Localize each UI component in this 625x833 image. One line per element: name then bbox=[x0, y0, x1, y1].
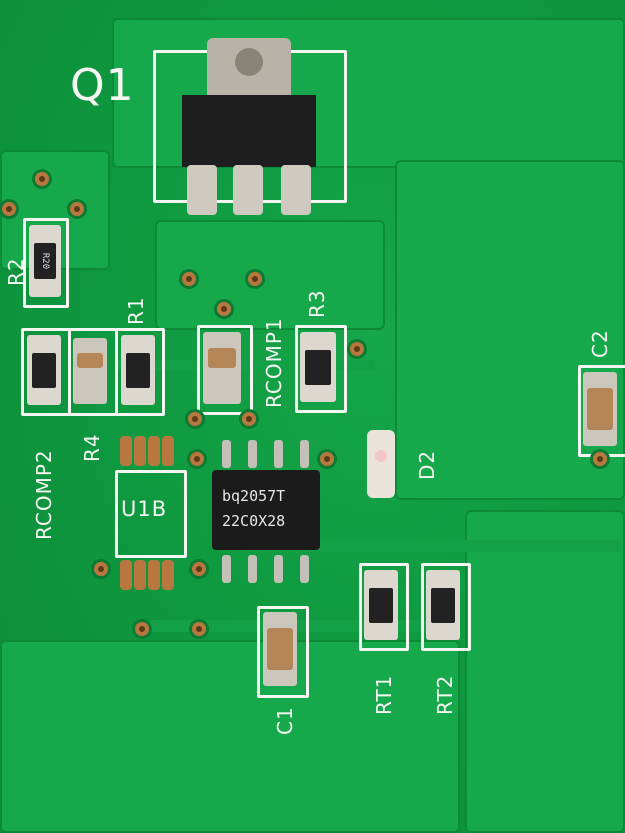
r1-resistor bbox=[121, 335, 155, 405]
d2-led bbox=[367, 430, 395, 498]
r3-resistor bbox=[300, 332, 336, 402]
u1b-pad bbox=[134, 560, 146, 590]
via bbox=[242, 412, 256, 426]
u1b-pad bbox=[148, 436, 160, 466]
ic-pin bbox=[248, 440, 257, 468]
c2-capacitor bbox=[583, 372, 617, 446]
u1b-pad bbox=[134, 436, 146, 466]
rcomp2-resistor bbox=[27, 335, 61, 405]
r4-part bbox=[73, 338, 107, 404]
q1-lead bbox=[187, 165, 217, 215]
label-q1: Q1 bbox=[70, 60, 135, 111]
ic-pin bbox=[222, 440, 231, 468]
trace bbox=[115, 360, 375, 370]
u1b-pad bbox=[148, 560, 160, 590]
via bbox=[35, 172, 49, 186]
label-r2: R2 bbox=[4, 257, 28, 286]
ic-pin bbox=[248, 555, 257, 583]
ic-pin bbox=[300, 440, 309, 468]
via bbox=[2, 202, 16, 216]
via bbox=[593, 452, 607, 466]
rt1-outline bbox=[359, 563, 409, 651]
label-r1: R1 bbox=[124, 296, 148, 325]
via bbox=[350, 342, 364, 356]
r3-outline bbox=[295, 325, 347, 413]
u1b-pad bbox=[120, 560, 132, 590]
label-c2: C2 bbox=[588, 329, 612, 358]
label-rcomp1: RCOMP1 bbox=[262, 317, 286, 408]
u1b-pad bbox=[162, 560, 174, 590]
r1-outline bbox=[115, 328, 165, 416]
u1b-outline bbox=[115, 470, 187, 558]
via bbox=[70, 202, 84, 216]
trace bbox=[300, 540, 620, 552]
label-r4: R4 bbox=[80, 433, 104, 462]
copper-pour-bottom bbox=[0, 640, 460, 833]
via bbox=[94, 562, 108, 576]
q1-lead bbox=[281, 165, 311, 215]
via bbox=[320, 452, 334, 466]
r2-code: R20 bbox=[40, 252, 50, 270]
ic-marking-line1: bq2057T bbox=[222, 487, 286, 505]
via bbox=[182, 272, 196, 286]
label-rcomp2: RCOMP2 bbox=[32, 449, 56, 540]
label-r3: R3 bbox=[305, 289, 329, 318]
label-rt1: RT1 bbox=[372, 674, 396, 715]
label-rt2: RT2 bbox=[433, 674, 457, 715]
r2-resistor: R20 bbox=[29, 225, 61, 297]
ic-pin bbox=[300, 555, 309, 583]
u1b-pad bbox=[120, 436, 132, 466]
via bbox=[192, 622, 206, 636]
ic-pin bbox=[222, 555, 231, 583]
via bbox=[217, 302, 231, 316]
q1-lead bbox=[233, 165, 263, 215]
label-c1: C1 bbox=[273, 706, 297, 735]
u1b-pad bbox=[162, 436, 174, 466]
ic-pin bbox=[274, 440, 283, 468]
rt2-resistor bbox=[426, 570, 460, 640]
charger-ic: bq2057T 22C0X28 bbox=[212, 470, 320, 550]
via bbox=[248, 272, 262, 286]
q1-transistor bbox=[182, 95, 316, 167]
ic-marking-line2: 22C0X28 bbox=[222, 512, 286, 530]
via bbox=[190, 452, 204, 466]
via bbox=[135, 622, 149, 636]
rt1-resistor bbox=[364, 570, 398, 640]
q1-tab bbox=[207, 38, 291, 98]
c1-capacitor bbox=[263, 612, 297, 686]
via bbox=[192, 562, 206, 576]
copper-pour-lower-right bbox=[465, 510, 625, 833]
label-u1b: U1B bbox=[121, 497, 168, 521]
rcomp1-part bbox=[203, 332, 241, 404]
via bbox=[188, 412, 202, 426]
rcomp1-outline bbox=[197, 325, 253, 415]
c1-outline bbox=[257, 606, 309, 698]
r2-outline bbox=[23, 218, 69, 308]
ic-pin bbox=[274, 555, 283, 583]
label-d2: D2 bbox=[415, 449, 439, 480]
rt2-outline bbox=[421, 563, 471, 651]
